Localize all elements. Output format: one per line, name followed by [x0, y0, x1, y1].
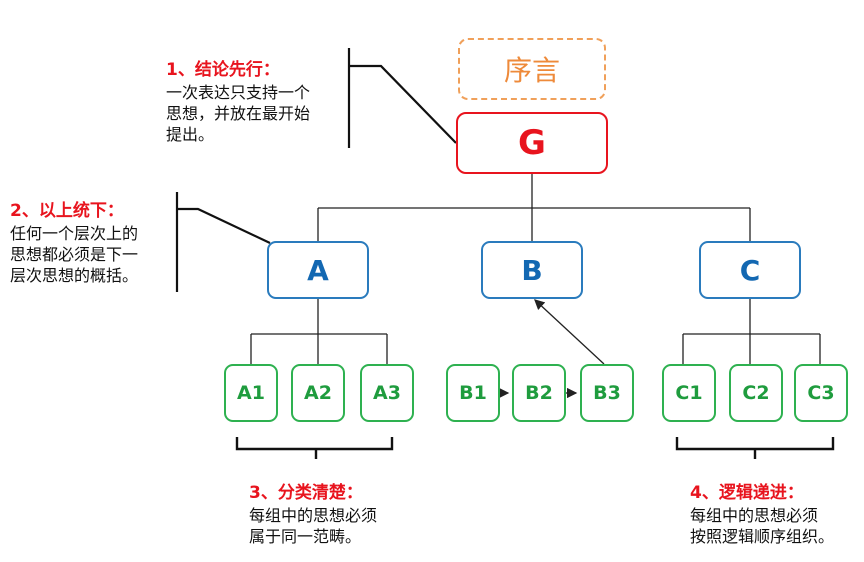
- note-1-line: 思想，并放在最开始: [166, 104, 311, 123]
- note-2-line: 任何一个层次上的: [10, 224, 139, 243]
- leaf-box-b3: B3: [580, 364, 634, 422]
- preface-box: 序言: [458, 38, 606, 100]
- note-3-heading: 3、分类清楚：: [249, 483, 363, 503]
- note-4-line: 按照逻辑顺序组织。: [690, 527, 835, 546]
- note-4: 4、逻辑递进： 每组中的思想必须 按照逻辑顺序组织。: [690, 482, 834, 547]
- note-2-line: 层次思想的概括。: [10, 266, 139, 285]
- group-box-c: C: [699, 241, 801, 299]
- note-1-heading: 1、结论先行：: [166, 60, 280, 80]
- group-box-a: A: [267, 241, 369, 299]
- note-3: 3、分类清楚： 每组中的思想必须 属于同一范畴。: [249, 482, 377, 547]
- arrow-b3-b: [534, 299, 605, 365]
- governing-thought-box: G: [456, 112, 608, 174]
- leaf-box-a2: A2: [291, 364, 345, 422]
- note-1-line: 提出。: [166, 125, 215, 144]
- note-3-line: 每组中的思想必须: [249, 506, 378, 525]
- note-3-line: 属于同一范畴。: [249, 527, 362, 546]
- note-1-line: 一次表达只支持一个: [166, 83, 311, 102]
- leaf-box-a3: A3: [360, 364, 414, 422]
- note-2: 2、以上统下： 任何一个层次上的 思想都必须是下一 层次思想的概括。: [10, 200, 138, 286]
- group-box-b: B: [481, 241, 583, 299]
- leaf-box-b1: B1: [446, 364, 500, 422]
- note1-pointer: [349, 64, 457, 144]
- leaf-box-c1: C1: [662, 364, 716, 422]
- note-1: 1、结论先行： 一次表达只支持一个 思想，并放在最开始 提出。: [166, 59, 310, 145]
- leaf-box-a1: A1: [224, 364, 278, 422]
- leaf-box-b2: B2: [512, 364, 566, 422]
- note-4-heading: 4、逻辑递进：: [690, 483, 804, 503]
- leaf-box-c2: C2: [729, 364, 783, 422]
- brace-a-group: [235, 437, 394, 459]
- note-2-line: 思想都必须是下一: [10, 245, 139, 264]
- note-2-heading: 2、以上统下：: [10, 201, 124, 221]
- brace-c-group: [675, 437, 835, 459]
- leaf-box-c3: C3: [794, 364, 848, 422]
- note-4-line: 每组中的思想必须: [690, 506, 819, 525]
- note2-pointer: [177, 207, 271, 244]
